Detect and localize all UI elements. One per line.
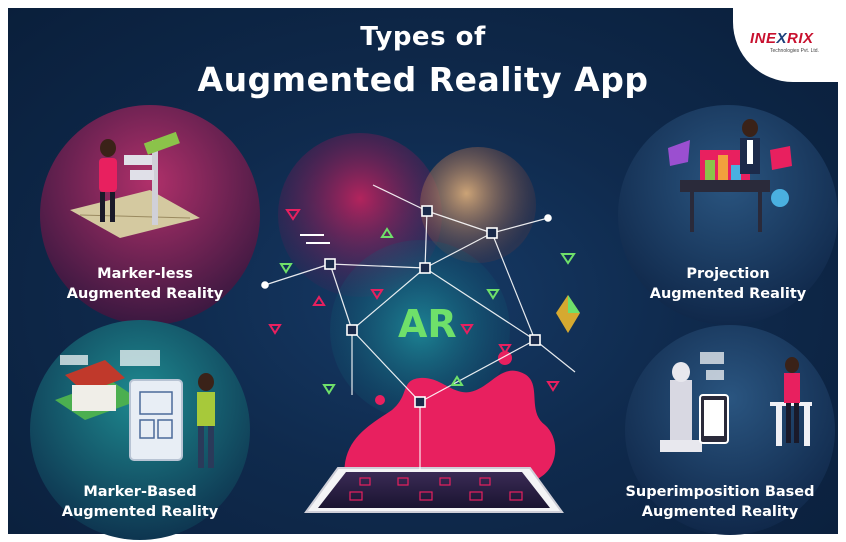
ar-network	[264, 184, 576, 470]
title-line-2: Augmented Reality App	[197, 60, 649, 99]
marker-based-label: Marker-Based Augmented Reality	[40, 482, 240, 522]
phone-screen-pattern	[349, 477, 523, 501]
brand-logo: INEXRIX	[750, 30, 814, 47]
superimposition-illustration	[660, 352, 812, 452]
splash-drop	[375, 395, 385, 405]
decorative-triangles	[268, 209, 576, 395]
center-glow-teal	[330, 240, 510, 420]
markerless-label-line1: Marker-less	[97, 266, 193, 282]
phone-screen	[318, 472, 550, 508]
pink-splash	[344, 370, 556, 480]
ar-badge: AR	[398, 302, 457, 346]
projection-illustration	[668, 119, 792, 232]
title-line-1: Types of	[360, 22, 486, 52]
markerless-label: Marker-less Augmented Reality	[45, 264, 245, 304]
markerless-label-line2: Augmented Reality	[66, 286, 224, 302]
superimposition-label-line2: Augmented Reality	[641, 504, 799, 520]
superimposition-label-line1: Superimposition Based	[625, 484, 815, 500]
brand-text-end: RIX	[787, 30, 814, 47]
brand-text-x: X	[776, 30, 788, 47]
superimposition-label: Superimposition Based Augmented Reality	[606, 482, 834, 522]
center-glow-orange	[420, 147, 536, 263]
marker-based-label-line2: Augmented Reality	[61, 504, 219, 520]
brand-tagline: Technologies Pvt. Ltd.	[770, 48, 819, 54]
dash-marks	[300, 234, 330, 244]
projection-label-line1: Projection	[686, 266, 770, 282]
brand-text-start: INE	[750, 30, 777, 47]
projection-label-line2: Augmented Reality	[649, 286, 807, 302]
ar-network-nodes	[261, 205, 552, 408]
gem-facet	[568, 295, 580, 313]
projection-label: Projection Augmented Reality	[628, 264, 828, 304]
marker-based-illustration	[55, 350, 215, 468]
marker-based-label-line1: Marker-Based	[83, 484, 197, 500]
markerless-illustration	[70, 131, 200, 238]
